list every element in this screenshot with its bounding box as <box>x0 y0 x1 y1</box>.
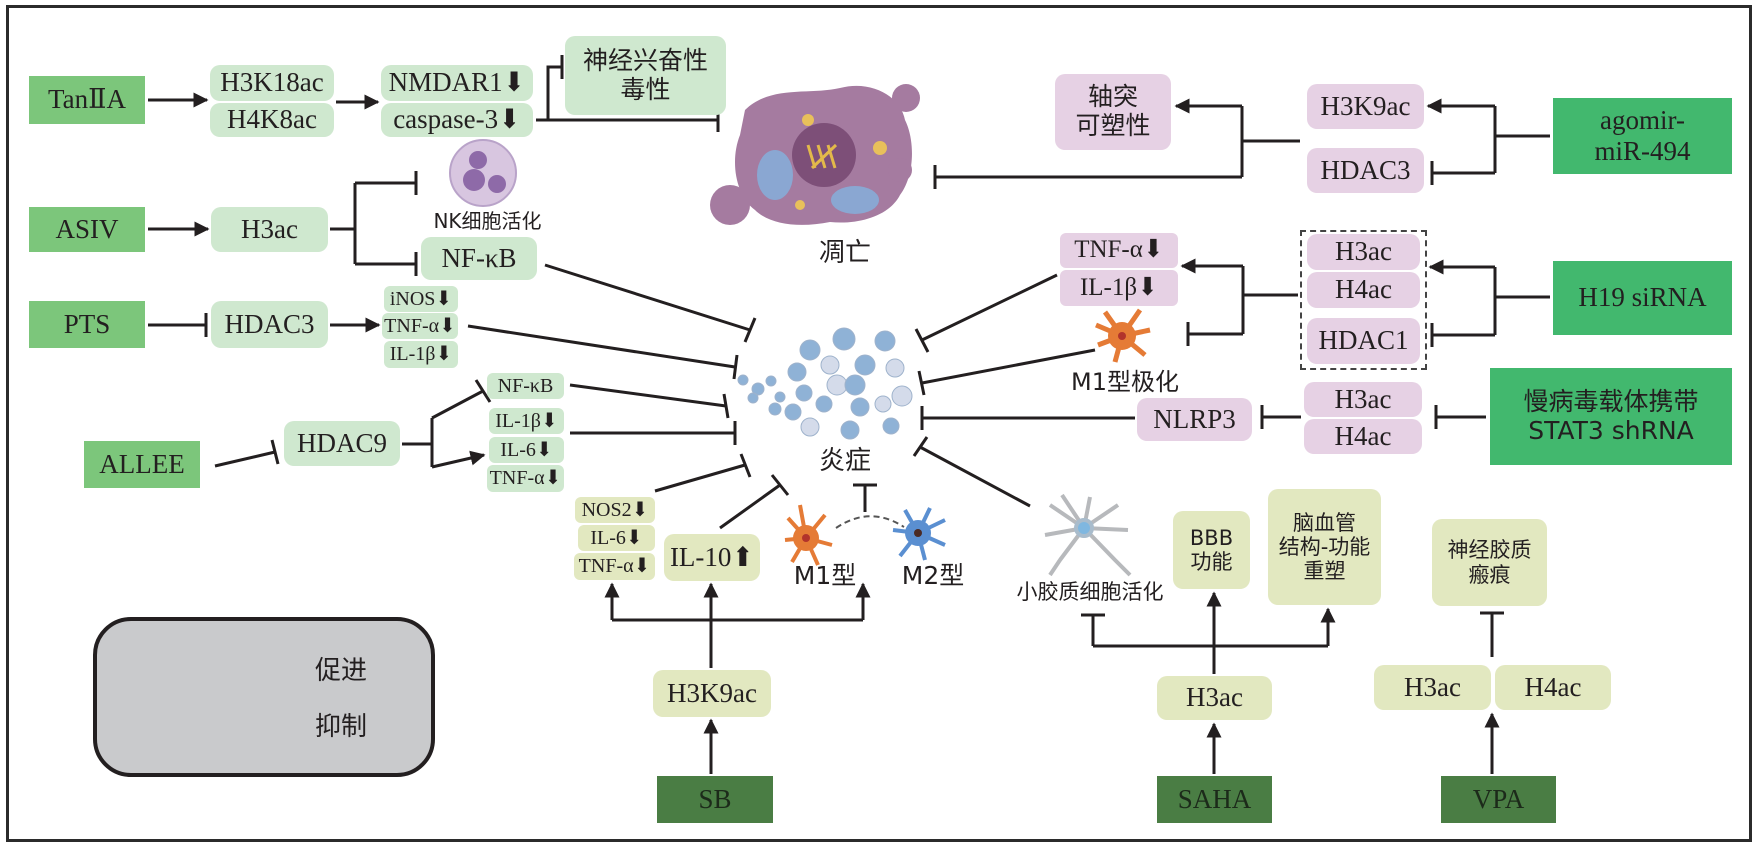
figure-frame <box>6 5 1752 842</box>
inhibit-m1-polarization <box>1186 322 1243 346</box>
inhibit-pts-cytokines-inflammation <box>467 324 739 380</box>
hdac9-branch <box>402 379 492 467</box>
node-agomir-h3k9ac: H3K9ac <box>1307 84 1424 129</box>
inhibit-stat3-histone <box>1434 405 1486 429</box>
label-m1-polarization: M1型极化 <box>1071 368 1179 396</box>
node-h19-il1b: IL-1β⬇ <box>1060 270 1178 306</box>
drug-agomir-mir494: agomir- miR-494 <box>1553 98 1732 174</box>
label-m1-type: M1型 <box>793 561 857 590</box>
node-agomir-hdac3: HDAC3 <box>1307 148 1424 193</box>
inhibit-allee-cytokines-inflammation <box>570 421 737 445</box>
inhibit-agomir-hdac3 <box>1430 161 1495 185</box>
label-m2-type: M2型 <box>901 561 965 590</box>
inhibit-histone-nlrp3 <box>1260 405 1301 429</box>
inhibit-m2-inflammation <box>853 483 877 512</box>
apoptotic-cell-icon <box>710 84 920 225</box>
node-pts-il1b: IL-1β⬇ <box>384 341 458 368</box>
node-allee-il1b: IL-1β⬇ <box>489 408 564 434</box>
node-nlrp3: NLRP3 <box>1137 398 1252 441</box>
node-vpa-h3ac: H3ac <box>1374 665 1491 710</box>
node-saha-h3ac: H3ac <box>1157 676 1272 720</box>
node-il10: IL-10⬆ <box>664 534 760 581</box>
node-h19-hdac1: HDAC1 <box>1307 318 1420 364</box>
h19-branch <box>1493 267 1550 335</box>
node-stat3-h4ac: H4ac <box>1304 419 1422 454</box>
drug-sb: SB <box>657 776 773 823</box>
label-inflammation: 炎症 <box>818 446 871 476</box>
node-h3k18ac: H3K18ac <box>210 65 334 101</box>
inhibit-excitotoxicity <box>536 55 564 122</box>
node-h4k8ac: H4K8ac <box>210 103 334 137</box>
node-asiv-nfkb: NF-κB <box>421 237 537 280</box>
inflammation-cluster-icon <box>737 327 913 440</box>
node-asiv-h3ac: H3ac <box>211 207 328 252</box>
node-pts-tnfa: TNF-α⬇ <box>382 313 458 339</box>
node-pts-inos: iNOS⬇ <box>384 286 458 312</box>
label-nk-activation: NK细胞活化 <box>433 209 542 233</box>
agomir-branch <box>1493 106 1550 173</box>
drug-tan-iia: TanⅡA <box>29 76 145 124</box>
drug-h19-sirna: H19 siRNA <box>1553 261 1732 335</box>
node-hdac9: HDAC9 <box>284 421 400 466</box>
node-glial-scar: 神经胶质 瘢痕 <box>1432 519 1547 606</box>
inhibit-il10-inflammation <box>719 474 790 530</box>
node-bbb-function: BBB 功能 <box>1173 511 1250 589</box>
legend-promote-label: 促进 <box>315 656 368 686</box>
inhibit-agomir-apoptosis <box>933 106 1300 189</box>
m1-cell-icon <box>784 504 833 566</box>
node-excitotoxicity: 神经兴奋性 毒性 <box>565 36 726 115</box>
drug-asiv: ASIV <box>29 207 145 252</box>
inhibit-allee-hdac9 <box>214 439 280 468</box>
node-allee-tnfa: TNF-α⬇ <box>487 465 564 492</box>
inhibit-pts-hdac3 <box>148 313 208 337</box>
inhibit-nfkb-small-inflammation <box>569 383 730 419</box>
inhibit-sb-cytokines-inflammation <box>654 453 752 493</box>
arrow-hdac9-cytokines <box>431 450 486 469</box>
drug-saha: SAHA <box>1157 776 1272 823</box>
m1-macrophage-icon <box>1095 308 1151 363</box>
inhibit-h19-hdac1 <box>1430 323 1495 347</box>
histone-group-box <box>1300 230 1427 370</box>
inhibit-nfkb-inflammation <box>544 263 757 343</box>
node-sb-h3k9ac: H3K9ac <box>653 670 771 717</box>
inhibit-m1-inflammation <box>917 348 1096 396</box>
m2-cell-icon <box>892 507 946 561</box>
node-h19-tnfa: TNF-α⬇ <box>1060 233 1178 268</box>
drug-pts: PTS <box>29 301 145 348</box>
microglia-icon <box>1044 493 1132 577</box>
inhibit-nlrp3-inflammation <box>920 406 1135 430</box>
node-sb-il6: IL-6⬇ <box>578 525 655 551</box>
inhibit-tnf-inflammation <box>914 273 1058 353</box>
node-pts-hdac3: HDAC3 <box>211 301 328 348</box>
node-sb-nos2: NOS2⬇ <box>575 497 655 523</box>
drug-lentivirus-stat3-shrna: 慢病毒载体携带 STAT3 shRNA <box>1490 368 1732 465</box>
node-axon-plasticity: 轴突 可塑性 <box>1055 74 1171 150</box>
inhibit-microglia <box>1081 613 1105 646</box>
nk-cell-icon <box>449 139 517 207</box>
inhibit-microglia-inflammation <box>912 436 1031 508</box>
node-allee-nfkb: NF-κB <box>487 373 564 399</box>
label-microglia-activation: 小胶质细胞活化 <box>1016 580 1164 604</box>
node-sb-tnfa: TNF-α⬇ <box>574 553 655 580</box>
histone-to-cytokines-branch <box>1241 266 1298 334</box>
node-vascular-remodeling: 脑血管 结构-功能 重塑 <box>1268 489 1381 605</box>
legend-box <box>93 617 435 777</box>
node-stat3-h3ac: H3ac <box>1304 382 1422 417</box>
inhibit-glial-scar <box>1480 611 1504 657</box>
legend-inhibit-label: 抑制 <box>315 712 368 742</box>
node-h19-h3ac: H3ac <box>1307 234 1420 270</box>
inhibit-nk-and-nfkb <box>330 171 418 276</box>
node-caspase3: caspase-3⬇ <box>381 103 533 137</box>
node-h19-h4ac: H4ac <box>1307 272 1420 308</box>
node-nmdar1: NMDAR1⬇ <box>381 65 533 101</box>
drug-allee: ALLEE <box>84 441 200 488</box>
label-apoptosis: 凋亡 <box>818 238 871 268</box>
node-allee-il6: IL-6⬇ <box>489 437 564 463</box>
drug-vpa: VPA <box>1441 776 1556 823</box>
node-vpa-h4ac: H4ac <box>1495 665 1611 710</box>
m1-to-m2 <box>835 515 905 529</box>
